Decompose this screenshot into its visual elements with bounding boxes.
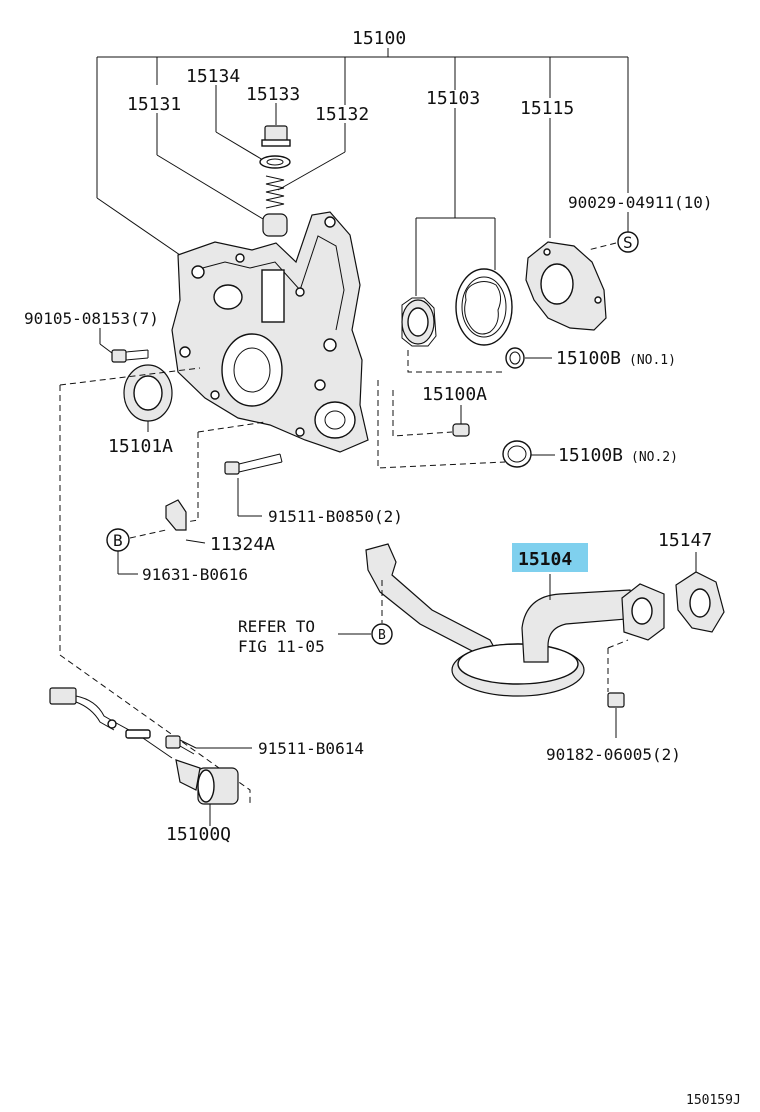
label-90105: 90105-08153(7) xyxy=(24,309,159,328)
s-mark-text: S xyxy=(623,233,633,252)
dashed-refs-left xyxy=(59,367,266,805)
highlight-15104 xyxy=(512,543,588,572)
pump-cover-plate xyxy=(525,241,607,331)
label-15101a: 15101A xyxy=(108,436,173,457)
pin-15100a xyxy=(452,405,470,437)
label-15134: 15134 xyxy=(186,66,240,87)
o-rings xyxy=(502,347,555,468)
sensor-15100q xyxy=(49,687,239,826)
pump-rotors xyxy=(401,268,513,347)
dashed-refs-right xyxy=(377,350,506,469)
refer-line-2: FIG 11-05 xyxy=(238,637,325,656)
label-15100b-1-sub: (NO.1) xyxy=(629,353,676,368)
b-mark-1 xyxy=(106,528,167,575)
gasket-15147 xyxy=(675,552,725,633)
label-90182: 90182-06005(2) xyxy=(546,745,681,764)
label-91631: 91631-B0616 xyxy=(142,565,248,584)
label-15100b-2-sub: (NO.2) xyxy=(631,450,678,465)
bolt-91511-b0614 xyxy=(165,735,252,755)
label-11324a: 11324A xyxy=(210,534,275,555)
bolt-91511-b0850 xyxy=(224,453,283,517)
b-mark-1-text: B xyxy=(113,531,123,550)
s-mark-circle xyxy=(617,231,639,253)
label-15100b-2: 15100B xyxy=(558,445,623,466)
oil-pump-body xyxy=(171,211,369,453)
label-91511-b0850: 91511-B0850(2) xyxy=(268,507,403,526)
label-15100: 15100 xyxy=(352,28,406,49)
label-15104: 15104 xyxy=(518,549,572,570)
label-15131: 15131 xyxy=(127,94,181,115)
bracket-11324a xyxy=(165,499,206,544)
label-15100q: 15100Q xyxy=(166,824,231,845)
relief-valve-parts xyxy=(259,125,291,237)
bolt-90105 xyxy=(99,328,149,363)
label-15133: 15133 xyxy=(246,84,300,105)
label-15147: 15147 xyxy=(658,530,712,551)
label-15115: 15115 xyxy=(520,98,574,119)
label-15103: 15103 xyxy=(426,88,480,109)
refer-b-mark xyxy=(338,580,393,645)
refer-b-mark-text: B xyxy=(378,628,386,643)
label-15100b-1: 15100B xyxy=(556,348,621,369)
leaders-top xyxy=(156,85,629,296)
figure-id: 150159J xyxy=(686,1093,741,1108)
bracket-15100 xyxy=(96,48,629,256)
label-15132: 15132 xyxy=(315,104,369,125)
label-15100a: 15100A xyxy=(422,384,487,405)
oil-seal-15101a xyxy=(123,364,173,432)
oil-strainer-15104 xyxy=(365,543,665,697)
nut-90182 xyxy=(607,639,629,738)
label-91511-b0614: 91511-B0614 xyxy=(258,739,364,758)
refer-line-1: REFER TO xyxy=(238,617,315,636)
label-90029: 90029-04911(10) xyxy=(568,193,713,212)
